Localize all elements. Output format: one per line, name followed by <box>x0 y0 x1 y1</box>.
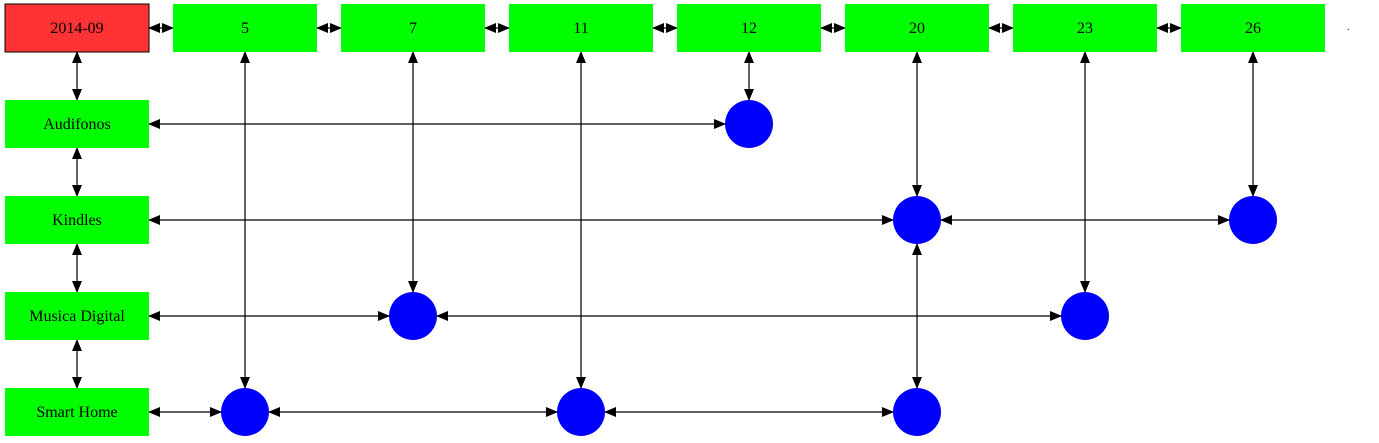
day-box-26-label: 26 <box>1245 20 1261 37</box>
trailing-mark: . <box>1347 22 1350 33</box>
day-box-5: 5 <box>173 4 317 52</box>
event-node-smart-home-11 <box>557 388 605 436</box>
day-box-20-label: 20 <box>909 20 925 37</box>
day-box-11-shape <box>509 4 653 52</box>
day-box-26: 26 <box>1181 4 1325 52</box>
category-box-musica-digital-label: Musica Digital <box>29 308 125 325</box>
day-box-11-label: 11 <box>573 20 588 37</box>
event-node-kindles-20 <box>893 196 941 244</box>
event-node-musica-digital-23 <box>1061 292 1109 340</box>
event-node-smart-home-5 <box>221 388 269 436</box>
day-box-11: 11 <box>509 4 653 52</box>
event-node-audifonos-12 <box>725 100 773 148</box>
event-node-kindles-26 <box>1229 196 1277 244</box>
day-box-7: 7 <box>341 4 485 52</box>
day-box-7-shape <box>341 4 485 52</box>
day-box-12-shape <box>677 4 821 52</box>
day-box-5-shape <box>173 4 317 52</box>
category-box-kindles-shape <box>5 196 149 244</box>
event-node-musica-digital-7 <box>389 292 437 340</box>
category-box-audifonos-shape <box>5 100 149 148</box>
day-box-12: 12 <box>677 4 821 52</box>
category-box-kindles-label: Kindles <box>52 212 102 229</box>
category-box-kindles: Kindles <box>5 196 149 244</box>
day-box-20: 20 <box>845 4 989 52</box>
day-box-20-shape <box>845 4 989 52</box>
day-box-23-label: 23 <box>1077 20 1093 37</box>
category-box-audifonos-label: Audifonos <box>43 116 111 133</box>
category-box-audifonos: Audifonos <box>5 100 149 148</box>
category-box-musica-digital: Musica Digital <box>5 292 149 340</box>
event-node-smart-home-20 <box>893 388 941 436</box>
category-box-smart-home-shape <box>5 388 149 436</box>
category-box-musica-digital-shape <box>5 292 149 340</box>
period-box-shape <box>4 3 150 53</box>
day-box-5-label: 5 <box>241 20 249 37</box>
day-box-23-shape <box>1013 4 1157 52</box>
period-box: 2014-09 <box>4 3 150 53</box>
day-box-12-label: 12 <box>741 20 757 37</box>
day-box-26-shape <box>1181 4 1325 52</box>
period-box-label: 2014-09 <box>50 20 103 37</box>
category-box-smart-home: Smart Home <box>5 388 149 436</box>
day-box-23: 23 <box>1013 4 1157 52</box>
nodes-layer: 2014-09 5 7 11 12 20 23 26AudifonosKindlesMusic… <box>4 3 1325 436</box>
day-box-7-label: 7 <box>409 20 417 37</box>
edges-layer <box>72 23 1258 417</box>
category-box-smart-home-label: Smart Home <box>36 404 117 421</box>
